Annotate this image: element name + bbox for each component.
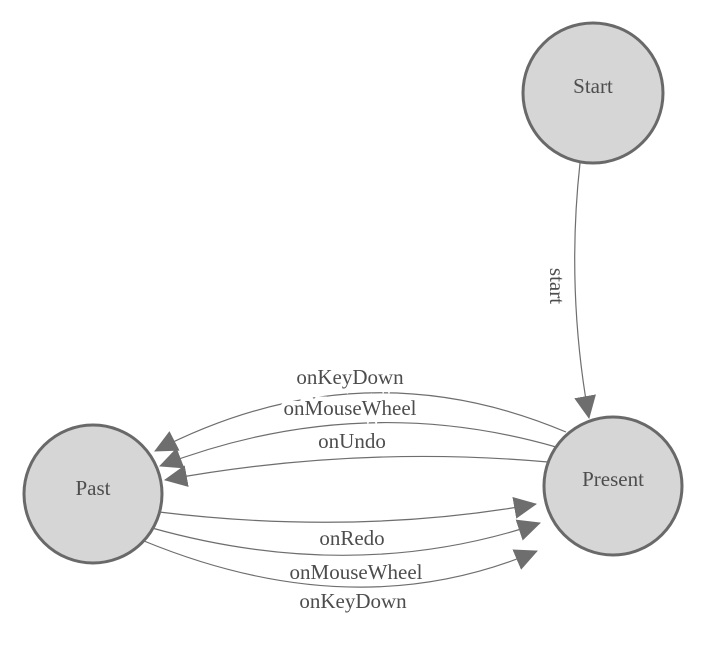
- state-circle[interactable]: [521, 21, 665, 165]
- transition-line[interactable]: [574, 162, 596, 419]
- transition-label: onKeyDown: [296, 365, 404, 389]
- transition-past-to-present-mousewheel[interactable]: onMouseWheel: [151, 519, 541, 589]
- transition-line[interactable]: [154, 392, 567, 452]
- transition-present-to-past-keydown[interactable]: onKeyDown: [154, 361, 567, 452]
- transition-label: onKeyDown: [299, 589, 407, 613]
- transition-line[interactable]: [159, 421, 557, 469]
- transition-line[interactable]: [143, 540, 538, 588]
- transition-label: onRedo: [319, 526, 384, 550]
- state-node-past[interactable]: Past: [22, 423, 164, 565]
- transition-label: onMouseWheel: [284, 396, 417, 420]
- state-circle[interactable]: [22, 423, 164, 565]
- state-node-start[interactable]: Start: [521, 21, 665, 165]
- state-label: Past: [75, 476, 110, 500]
- transition-line[interactable]: [158, 497, 537, 523]
- transition-line[interactable]: [151, 519, 541, 556]
- state-node-present[interactable]: Present: [542, 415, 684, 557]
- transition-present-to-past-undo[interactable]: onUndo: [164, 425, 549, 487]
- state-circle[interactable]: [542, 415, 684, 557]
- transition-past-to-present-redo[interactable]: onRedo: [158, 497, 537, 555]
- transition-past-to-present-keydown[interactable]: onKeyDown: [143, 540, 538, 618]
- transition-start-to-present[interactable]: start: [541, 162, 596, 419]
- state-label: Present: [582, 467, 644, 491]
- transition-label: onMouseWheel: [290, 560, 423, 584]
- transition-label: start: [545, 268, 569, 304]
- transition-label: onUndo: [318, 429, 386, 453]
- transition-present-to-past-mousewheel[interactable]: onMouseWheel: [159, 392, 557, 469]
- state-label: Start: [573, 74, 613, 98]
- transition-line[interactable]: [164, 455, 549, 487]
